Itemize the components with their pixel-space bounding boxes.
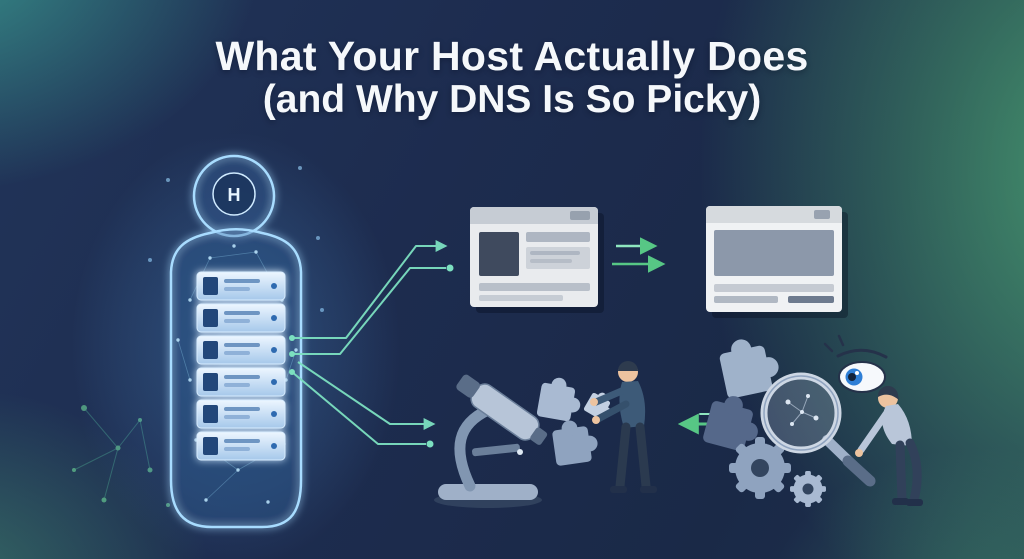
magnifying-glass-eye-icon [760, 372, 876, 487]
page-title: What Your Host Actually Does (and Why DN… [0, 34, 1024, 123]
title-line-2: (and Why DNS Is So Picky) [262, 78, 762, 122]
browser-window-2-icon [706, 206, 848, 318]
puzzle-gears-cluster [701, 332, 826, 507]
host-human-wireframe-figure: H [71, 132, 401, 559]
title-line-1: What Your Host Actually Does [215, 33, 809, 79]
head-badge: H [212, 172, 256, 216]
eye-icon [823, 334, 888, 393]
puzzle-pieces-icon [536, 374, 618, 467]
gears-icon [729, 437, 826, 507]
person-assembling-puzzle-icon [590, 361, 657, 493]
microscope-icon [434, 374, 548, 508]
person-inspecting-icon [855, 385, 923, 506]
head-label: H [228, 185, 241, 205]
flow-arrows-right-icon [612, 237, 666, 273]
browser-window-1-icon [470, 207, 604, 313]
connection-lines [289, 240, 454, 448]
